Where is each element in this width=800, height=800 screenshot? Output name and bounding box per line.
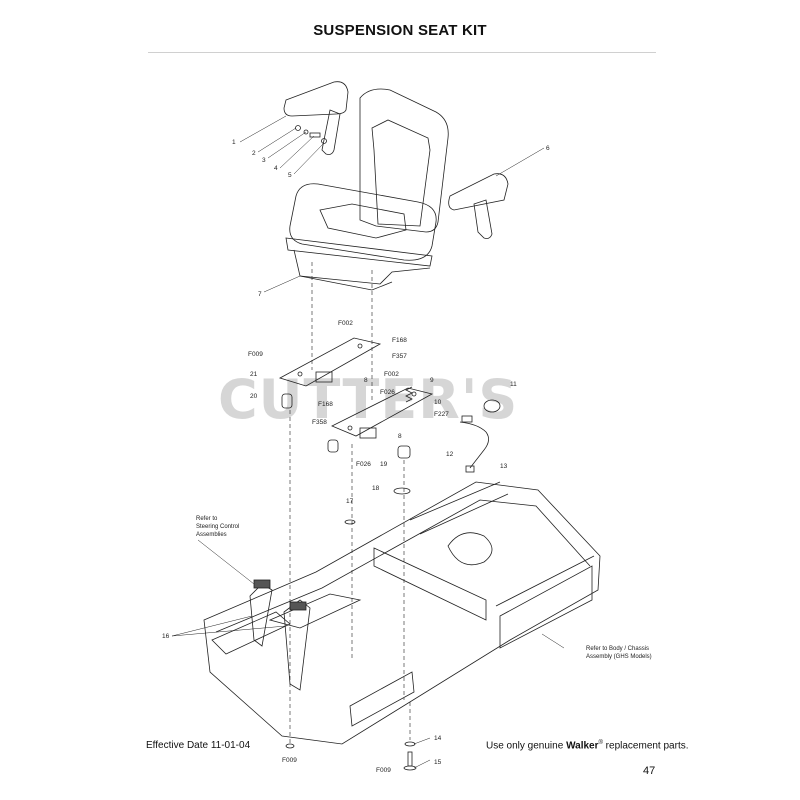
callout-2: 2 [252, 150, 256, 157]
callout-F227: F227 [434, 411, 449, 418]
callout-6: 6 [546, 145, 550, 152]
callout-14: 14 [434, 735, 442, 742]
steering-handle-right [283, 599, 311, 691]
callout-9: 9 [430, 377, 434, 384]
title-divider [148, 52, 656, 53]
callout-17: 17 [346, 498, 354, 505]
left-armrest [283, 81, 349, 117]
genuine-parts-notice: Use only genuine Walker® replacement par… [486, 740, 689, 752]
callout-7: 7 [258, 291, 262, 298]
chassis-cutout [447, 532, 493, 566]
callout-19: 19 [380, 461, 388, 468]
callout-3: 3 [262, 157, 266, 164]
seat-back [359, 88, 449, 233]
callout-4: 4 [274, 165, 278, 172]
page-number: 47 [643, 765, 656, 777]
callout-21: 21 [250, 371, 258, 378]
bumper-20 [281, 393, 293, 409]
effective-date: Effective Date 11-01-04 [146, 740, 251, 751]
callout-F009-b: F009 [282, 757, 297, 764]
page-title: SUSPENSION SEAT KIT [313, 22, 487, 39]
callout-16: 16 [162, 633, 170, 640]
steering-control-reference: Refer to Steering Control Assemblies [196, 516, 240, 538]
callout-18: 18 [372, 485, 380, 492]
callout-12: 12 [446, 451, 454, 458]
callout-F009-c: F009 [376, 767, 391, 774]
watermark: CUTTER'S [218, 368, 518, 431]
callout-F168-a: F168 [392, 337, 407, 344]
callout-8-a: 8 [364, 377, 368, 384]
callout-11: 11 [510, 381, 517, 388]
callout-13: 13 [500, 463, 508, 470]
callout-F168-b: F168 [318, 401, 333, 408]
right-armrest [448, 173, 509, 211]
lower-mount-plate [331, 387, 434, 437]
callout-8-b: 8 [398, 433, 402, 440]
callout-1: 1 [232, 139, 236, 146]
seat-cushion [289, 183, 437, 261]
callout-10: 10 [434, 399, 442, 406]
callout-F009-a: F009 [248, 351, 263, 358]
chassis-body [203, 481, 601, 745]
chassis-reference: Refer to Body / Chassis Assembly (GHS Mo… [586, 646, 652, 660]
callout-labels: 1 2 3 4 5 6 7 F002 F168 F009 F357 21 8 F… [162, 139, 550, 774]
callout-15: 15 [434, 759, 442, 766]
upper-mount-plate [278, 337, 382, 387]
bumper-19 [397, 445, 411, 459]
callout-F026-b: F026 [356, 461, 371, 468]
callout-5: 5 [288, 172, 292, 179]
brand-name: Walker [566, 740, 599, 752]
callout-F002-b: F002 [384, 371, 399, 378]
callout-F026-a: F026 [380, 389, 395, 396]
callout-20: 20 [250, 393, 258, 400]
callout-F358: F358 [312, 419, 327, 426]
switch-cable [459, 421, 489, 469]
callout-F357: F357 [392, 353, 407, 360]
callout-F002-a: F002 [338, 320, 353, 327]
